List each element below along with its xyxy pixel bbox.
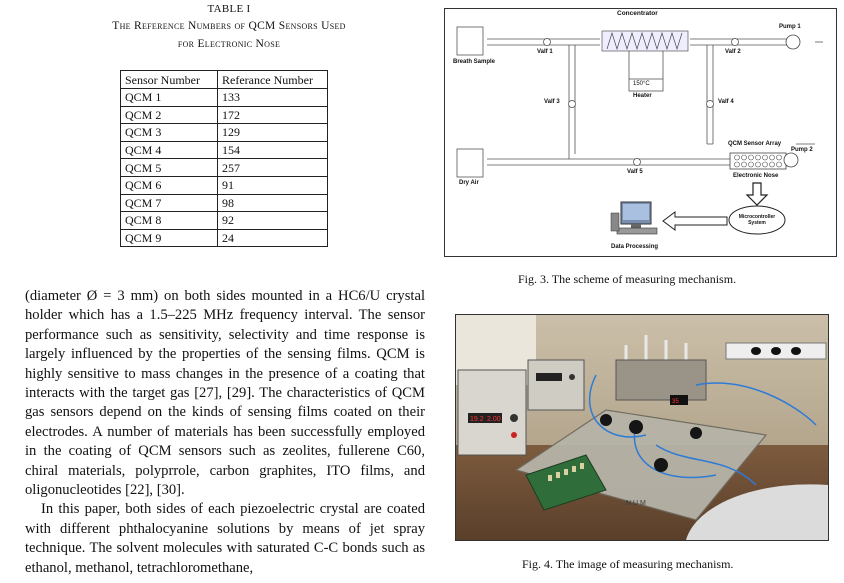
label-pump2: Pump 2 xyxy=(791,147,813,153)
power-supply-icon xyxy=(457,369,527,456)
valve-icon xyxy=(629,420,643,434)
dry-air-icon xyxy=(456,148,484,178)
table-cell: 154 xyxy=(217,140,328,160)
table-cell: QCM 4 xyxy=(120,140,218,160)
arrow-down-icon xyxy=(745,182,769,206)
valve-icon xyxy=(654,458,668,472)
body-paragraph: In this paper, both sides of each piezoe… xyxy=(25,501,425,576)
display-2: 2.00 xyxy=(487,416,501,423)
label-qcm-array: QCM Sensor Array xyxy=(728,141,782,147)
label-dry-air: Dry Air xyxy=(459,180,479,186)
table-cell: QCM 9 xyxy=(120,228,218,248)
table-cell: 24 xyxy=(217,228,328,248)
figure4-caption: Fig. 4. The image of measuring mechanism… xyxy=(522,557,734,571)
valve-icon xyxy=(690,427,702,439)
table-label: TABLE I xyxy=(207,3,251,15)
label-data-processing: Data Processing xyxy=(611,244,659,250)
label-breath-sample: Breath Sample xyxy=(453,59,496,65)
figure3-scheme: Concentrator Pump 1 Breath Sample Valf 1… xyxy=(444,8,837,257)
qcm-array-icon xyxy=(729,152,787,170)
board-label: N U M xyxy=(626,500,646,507)
label-valf4: Valf 4 xyxy=(718,99,734,105)
table-cell: 92 xyxy=(217,211,328,230)
table-cell: 133 xyxy=(217,88,328,107)
tubing xyxy=(589,374,817,486)
valve-icon xyxy=(543,38,551,46)
table-cell: QCM 8 xyxy=(120,211,218,230)
valve-icon xyxy=(731,38,739,46)
display-1: 19.2 xyxy=(470,416,484,423)
display-3: 35 xyxy=(672,399,679,405)
label-valf1: Valf 1 xyxy=(537,49,553,55)
label-concentrator: Concentrator xyxy=(617,10,658,17)
table-header-row: Sensor Number Referance Number xyxy=(120,70,328,89)
table-cell: 172 xyxy=(217,105,328,125)
pump-icon xyxy=(783,152,799,168)
breath-sample-icon xyxy=(456,26,484,56)
table-cell: QCM 2 xyxy=(120,105,218,125)
arrow-left-icon xyxy=(662,211,728,231)
microcontroller-icon xyxy=(728,205,786,235)
table-title-line2: for Electronic Nose xyxy=(177,38,281,50)
label-pump1: Pump 1 xyxy=(779,24,801,30)
label-valf2: Valf 2 xyxy=(725,49,741,55)
figure4-photo: 19.2 2.00 35 xyxy=(455,314,829,541)
label-valf5: Valf 5 xyxy=(627,169,643,175)
table-cell: 91 xyxy=(217,175,328,195)
table-title-line1: The Reference Numbers of QCM Sensors Use… xyxy=(112,20,346,32)
figure3-caption: Fig. 3. The scheme of measuring mechanis… xyxy=(518,272,737,286)
table-cell: QCM 6 xyxy=(120,175,218,195)
sample-bag xyxy=(686,484,828,540)
label-microcontroller: Microcontroller System xyxy=(738,214,776,226)
body-paragraph: (diameter Ø = 3 mm) on both sides mounte… xyxy=(25,288,425,499)
column-header: Sensor Number xyxy=(120,70,218,89)
body-text-column: (diameter Ø = 3 mm) on both sides mounte… xyxy=(25,287,425,581)
power-supply-icon xyxy=(527,359,585,411)
concentrator-coil-icon xyxy=(601,30,689,52)
valve-icon xyxy=(600,414,612,426)
pump-icon xyxy=(785,34,801,50)
label-valf3: Valf 3 xyxy=(544,99,560,105)
table-cell: QCM 3 xyxy=(120,123,218,142)
label-heater: Heater xyxy=(633,93,652,99)
table-cell: QCM 1 xyxy=(120,88,218,107)
computer-icon xyxy=(610,201,658,235)
valve-icon xyxy=(633,158,641,166)
table-cell: 257 xyxy=(217,158,328,177)
table-cell: QCM 5 xyxy=(120,158,218,177)
valve-icon xyxy=(568,100,576,108)
valve-icon xyxy=(706,100,714,108)
mounting-plate xyxy=(514,409,768,521)
circuit-board xyxy=(525,454,607,511)
heater-icon xyxy=(628,78,664,92)
table-cell: QCM 7 xyxy=(120,193,218,213)
table-cell: 98 xyxy=(217,193,328,213)
label-heater-temp: 150°C xyxy=(633,81,650,87)
temperature-display xyxy=(670,395,688,405)
table-cell: 129 xyxy=(217,123,328,142)
column-header: Referance Number xyxy=(217,70,328,89)
label-electronic-nose: Electronic Nose xyxy=(733,173,779,179)
